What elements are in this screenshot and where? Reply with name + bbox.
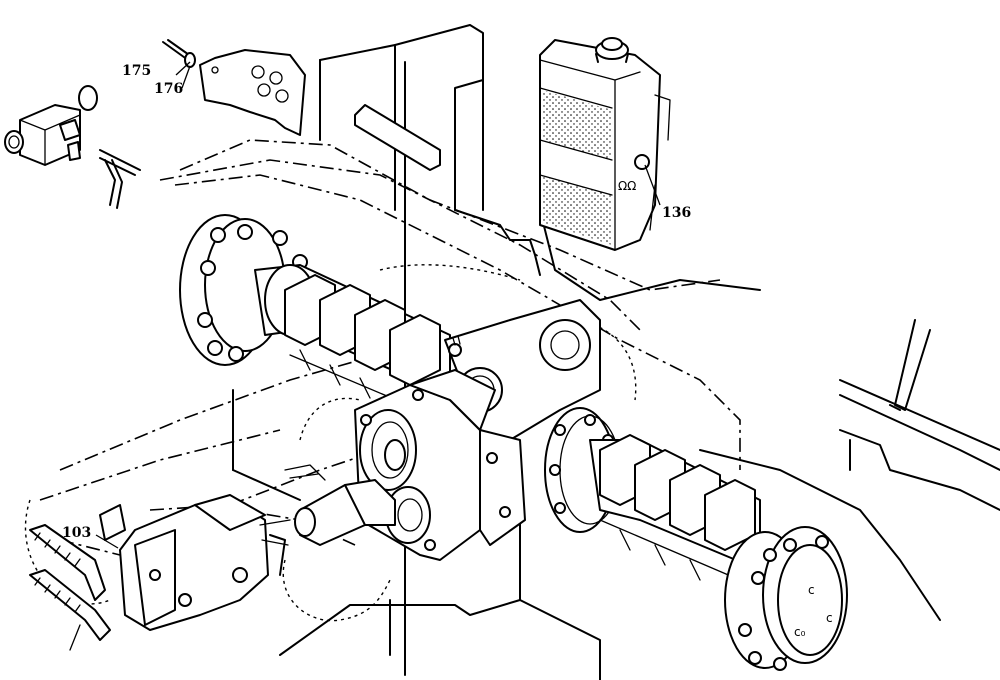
- hydraulic-motor: [99, 494, 291, 631]
- svg-text:ΩΩ: ΩΩ: [618, 179, 636, 193]
- pump-coupling: [284, 464, 396, 546]
- hoses: [29, 524, 111, 651]
- callout-175: 175: [122, 63, 151, 79]
- mounting-bracket-plate: [199, 49, 306, 136]
- flat-bar: [354, 104, 441, 171]
- svg-text:c₀: c₀: [794, 625, 806, 639]
- callout-136: 136: [662, 205, 691, 221]
- callout-leaders: [95, 61, 661, 549]
- svg-text:c: c: [808, 583, 815, 597]
- svg-text:c: c: [826, 611, 833, 625]
- screw-and-washer: [162, 39, 196, 68]
- tank-bracket: [454, 79, 541, 276]
- expansion-tank: ΩΩ: [539, 37, 671, 251]
- valve-block: [4, 85, 141, 209]
- callout-176: 176: [154, 81, 183, 97]
- callout-103: 103: [62, 525, 91, 541]
- callout-labels: 175 176 136 103: [62, 63, 691, 541]
- chassis-frame: [232, 24, 1000, 680]
